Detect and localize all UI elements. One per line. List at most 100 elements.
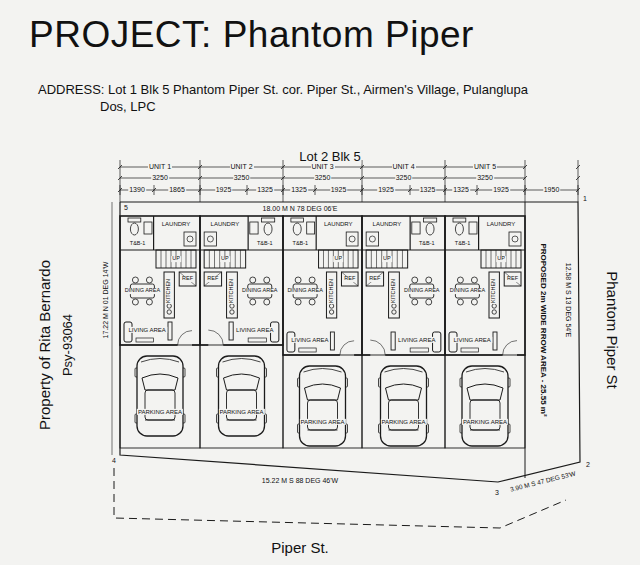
toilet-symbol xyxy=(293,223,301,235)
dimension-label: 1325 xyxy=(256,186,274,193)
room-label: T&B-1 xyxy=(418,241,436,247)
car-windshield xyxy=(386,384,422,400)
plan-shape xyxy=(453,218,466,222)
plan-shape xyxy=(144,222,152,234)
plan-line xyxy=(281,165,285,169)
room-label: T&B-1 xyxy=(129,241,147,247)
dimension-label: 1325 xyxy=(419,186,437,193)
plan-line xyxy=(486,250,487,268)
plan-shape xyxy=(145,390,175,420)
room-label: REF xyxy=(181,276,194,282)
plan-shape xyxy=(168,322,172,340)
plan-line xyxy=(328,250,329,268)
plan-line xyxy=(511,250,512,268)
plan-fixture xyxy=(187,236,193,242)
plan-shape xyxy=(219,356,265,436)
plan-fixture xyxy=(250,299,256,305)
dimension-label: 1950 xyxy=(543,186,561,193)
plan-shape xyxy=(509,232,521,246)
plan-line xyxy=(376,250,377,268)
plan-line xyxy=(323,250,324,268)
plan-shape xyxy=(346,232,358,246)
room-label: T&B-1 xyxy=(256,241,274,247)
car-hood xyxy=(466,369,504,373)
plan-line xyxy=(516,250,517,268)
unit-label: UNIT 5 xyxy=(473,163,497,170)
plan-line xyxy=(214,250,215,268)
dimension-label: 3250 xyxy=(233,174,251,181)
plan-line xyxy=(248,216,249,250)
door-swing xyxy=(370,340,385,355)
plan-fixture xyxy=(392,304,396,308)
plan-shape xyxy=(136,338,154,342)
room-label: DINING AREA xyxy=(403,288,440,294)
plan-shape xyxy=(248,338,266,342)
plan-line xyxy=(443,188,447,192)
plan-fixture xyxy=(426,299,432,305)
plan-shape xyxy=(308,400,338,430)
plan-shape xyxy=(229,322,233,340)
room-label: PARKING AREA xyxy=(462,419,508,425)
plan-fixture xyxy=(264,277,270,283)
plan-shape xyxy=(137,356,183,436)
room-label: UP xyxy=(171,256,181,262)
plan-fixture xyxy=(349,236,355,242)
room-label: KITCHEN xyxy=(329,278,335,304)
room-label: KITCHEN xyxy=(491,278,497,304)
plan-fixture xyxy=(471,277,477,283)
door-swing xyxy=(503,341,517,355)
bearing-label: 17.22 M N 01 DEG 14'W xyxy=(102,261,109,340)
room-label: LAUNDRY xyxy=(372,221,403,227)
room-label: PARKING AREA xyxy=(218,409,264,415)
unit-label: UNIT 2 xyxy=(229,163,253,170)
plan-shape xyxy=(200,216,283,345)
plan-shape xyxy=(128,218,141,222)
room-label: LAUNDRY xyxy=(210,221,241,227)
room-label: LIVING AREA xyxy=(235,327,274,333)
plan-line xyxy=(576,165,580,169)
plan-line xyxy=(410,216,411,250)
plan-line xyxy=(576,188,580,192)
car-hood xyxy=(304,369,342,373)
plan-shape xyxy=(445,216,525,355)
adjacent-lot-label: Lot 2 Blk 5 xyxy=(298,150,361,164)
car-windshield xyxy=(142,374,178,390)
plan-shape xyxy=(481,250,521,268)
plan-line xyxy=(470,430,500,431)
rrow-note: PROPOSED 2m WIDE RROW AREA - 25.55 m² xyxy=(539,242,547,417)
plan-shape xyxy=(250,222,258,234)
bearing-label: 3.90 M S 47 DEG 53'W xyxy=(509,470,578,493)
plan-line xyxy=(353,250,354,268)
car-hood xyxy=(223,359,261,363)
plan-fixture xyxy=(309,299,315,305)
plan-line xyxy=(281,188,285,192)
plan-shape xyxy=(366,232,378,246)
plan-shape xyxy=(204,250,246,268)
room-label: UP xyxy=(496,256,506,262)
door-swing xyxy=(178,331,192,345)
plan-shape xyxy=(283,216,362,355)
plan-fixture xyxy=(230,304,234,308)
room-label: LAUNDRY xyxy=(323,221,354,227)
plan-line xyxy=(360,176,364,180)
plan-shape xyxy=(204,232,216,246)
dimension-label: 1325 xyxy=(290,186,308,193)
plan-line xyxy=(308,430,338,431)
plan-line xyxy=(491,250,492,268)
toilet-symbol xyxy=(264,223,272,235)
room-label: PARKING AREA xyxy=(299,419,345,425)
plan-shape xyxy=(120,345,200,448)
plan-line xyxy=(443,176,447,180)
dimension-label: 3250 xyxy=(151,174,169,181)
room-label: DINING AREA xyxy=(241,288,278,294)
plan-shape xyxy=(341,272,358,286)
unit-label: UNIT 3 xyxy=(310,163,334,170)
corner-number: 2 xyxy=(585,461,591,468)
plan-fixture xyxy=(250,277,256,283)
plan-fixture xyxy=(412,299,418,305)
plan-line xyxy=(145,420,175,421)
room-label: KITCHEN xyxy=(391,278,397,304)
bearing-label: 12.58 M S 13 DEG 54'E xyxy=(564,262,571,339)
plan-shape xyxy=(326,272,336,318)
plan-line xyxy=(402,250,403,268)
